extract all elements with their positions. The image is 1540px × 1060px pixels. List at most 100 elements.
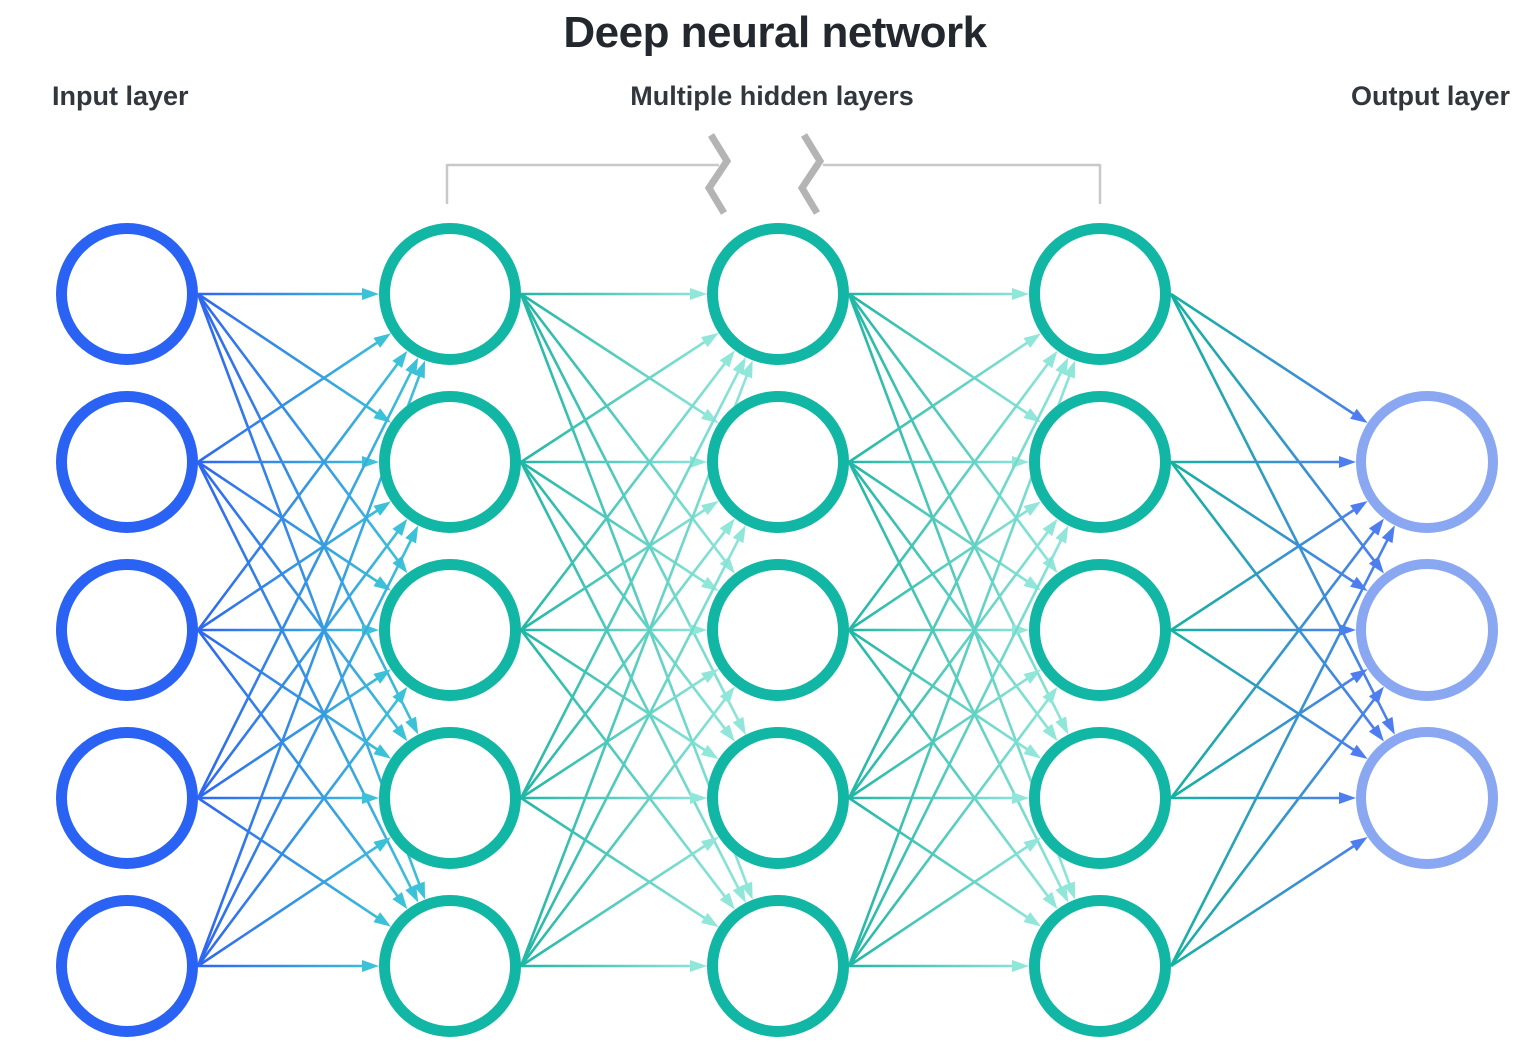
edge-arrowhead-icon: [1012, 288, 1029, 300]
input-layer-node: [56, 727, 198, 869]
edge-line: [520, 842, 710, 968]
edge-arrowhead-icon: [1063, 360, 1076, 379]
edge-arrowhead-icon: [732, 525, 746, 544]
edge-arrowhead-icon: [1042, 350, 1058, 369]
hidden-layer-1-node: [379, 391, 521, 533]
edge-line: [519, 359, 729, 631]
edge-line: [1170, 460, 1359, 586]
edge-line: [519, 367, 742, 799]
edge-arrowhead-icon: [1339, 792, 1356, 804]
edge-arrowhead-icon: [1368, 686, 1384, 704]
output-layer-node: [1356, 559, 1498, 701]
input-layer-node: [56, 559, 198, 701]
hidden-layers-bracket: [445, 133, 1102, 215]
edge-line: [848, 628, 1032, 753]
edge-line: [520, 796, 710, 922]
edge-arrowhead-icon: [1350, 668, 1368, 684]
edge-line: [1170, 292, 1359, 418]
edge-line: [847, 367, 1065, 799]
edge-arrowhead-icon: [740, 360, 753, 379]
hidden-layer-1-node: [379, 895, 521, 1037]
edge-arrowhead-icon: [732, 884, 746, 903]
hidden-layer-2-node: [707, 559, 849, 701]
edge-arrowhead-icon: [362, 288, 379, 300]
edge-arrowhead-icon: [701, 668, 719, 684]
edge-arrowhead-icon: [405, 884, 419, 903]
edges-group: [196, 288, 1395, 972]
edge-arrowhead-icon: [373, 837, 391, 852]
input-layer-node: [56, 223, 198, 365]
edge-arrowhead-icon: [362, 960, 379, 972]
edge-line: [519, 527, 729, 799]
edge-line: [196, 293, 415, 725]
edge-line: [848, 675, 1032, 800]
edge-line: [197, 628, 382, 754]
edge-arrowhead-icon: [719, 724, 735, 742]
edge-arrowhead-icon: [392, 518, 408, 536]
diagram-title: Deep neural network: [563, 8, 987, 57]
edge-arrowhead-icon: [1023, 744, 1041, 759]
edge-arrowhead-icon: [1381, 525, 1395, 544]
edge-line: [196, 695, 402, 967]
edge-arrowhead-icon: [732, 716, 746, 735]
edge-line: [848, 507, 1032, 632]
bracket-break-icon: [704, 133, 732, 215]
edge-arrowhead-icon: [1042, 518, 1058, 537]
hidden-layer-2-node: [707, 727, 849, 869]
edge-line: [196, 367, 415, 799]
edge-arrowhead-icon: [1350, 500, 1368, 516]
edge-line: [848, 843, 1032, 968]
hidden-layers-label: Multiple hidden layers: [630, 81, 914, 111]
edge-line: [847, 359, 1052, 631]
edge-line: [1169, 527, 1378, 799]
output-layer-label: Output layer: [1350, 81, 1510, 111]
edge-arrowhead-icon: [732, 357, 746, 376]
edge-arrowhead-icon: [719, 518, 735, 536]
edge-arrowhead-icon: [373, 744, 391, 759]
hidden-layer-3-node: [1029, 727, 1171, 869]
edge-arrowhead-icon: [701, 836, 719, 852]
edge-arrowhead-icon: [1042, 891, 1058, 910]
edge-arrowhead-icon: [1368, 724, 1384, 742]
edge-arrowhead-icon: [1063, 881, 1076, 900]
hidden-layer-2-node: [707, 895, 849, 1037]
edge-arrowhead-icon: [690, 960, 707, 972]
edge-line: [196, 359, 402, 631]
edge-arrowhead-icon: [1023, 333, 1041, 348]
edge-arrowhead-icon: [1012, 960, 1029, 972]
edge-arrowhead-icon: [1042, 686, 1058, 705]
edge-arrowhead-icon: [719, 892, 735, 910]
edge-line: [196, 527, 402, 799]
hidden-layer-2-node: [707, 391, 849, 533]
edge-arrowhead-icon: [405, 525, 419, 544]
hidden-layer-3-node: [1029, 895, 1171, 1037]
edge-arrowhead-icon: [719, 350, 735, 368]
edge-line: [197, 506, 382, 632]
edge-line: [196, 535, 415, 967]
nodes-group: [56, 223, 1498, 1037]
edge-line: [848, 460, 1032, 585]
edge-arrowhead-icon: [1339, 456, 1356, 468]
hidden-layer-1-node: [379, 223, 521, 365]
edge-line: [520, 674, 710, 800]
edge-line: [520, 506, 710, 632]
edge-arrowhead-icon: [1055, 716, 1069, 735]
edge-line: [520, 338, 710, 464]
edge-arrowhead-icon: [701, 912, 719, 928]
hidden-layer-2-node: [707, 223, 849, 365]
edge-line: [1169, 535, 1391, 967]
edge-arrowhead-icon: [413, 360, 426, 379]
edge-arrowhead-icon: [373, 501, 391, 516]
edge-line: [197, 338, 382, 464]
edge-line: [1169, 293, 1391, 725]
edge-line: [520, 292, 710, 418]
edge-line: [848, 796, 1032, 921]
edge-arrowhead-icon: [1055, 884, 1069, 903]
edge-line: [1169, 695, 1378, 967]
edge-arrowhead-icon: [740, 881, 753, 900]
edge-arrowhead-icon: [701, 500, 719, 516]
edge-arrowhead-icon: [1368, 556, 1384, 574]
input-layer-node: [56, 895, 198, 1037]
edge-line: [197, 842, 382, 968]
